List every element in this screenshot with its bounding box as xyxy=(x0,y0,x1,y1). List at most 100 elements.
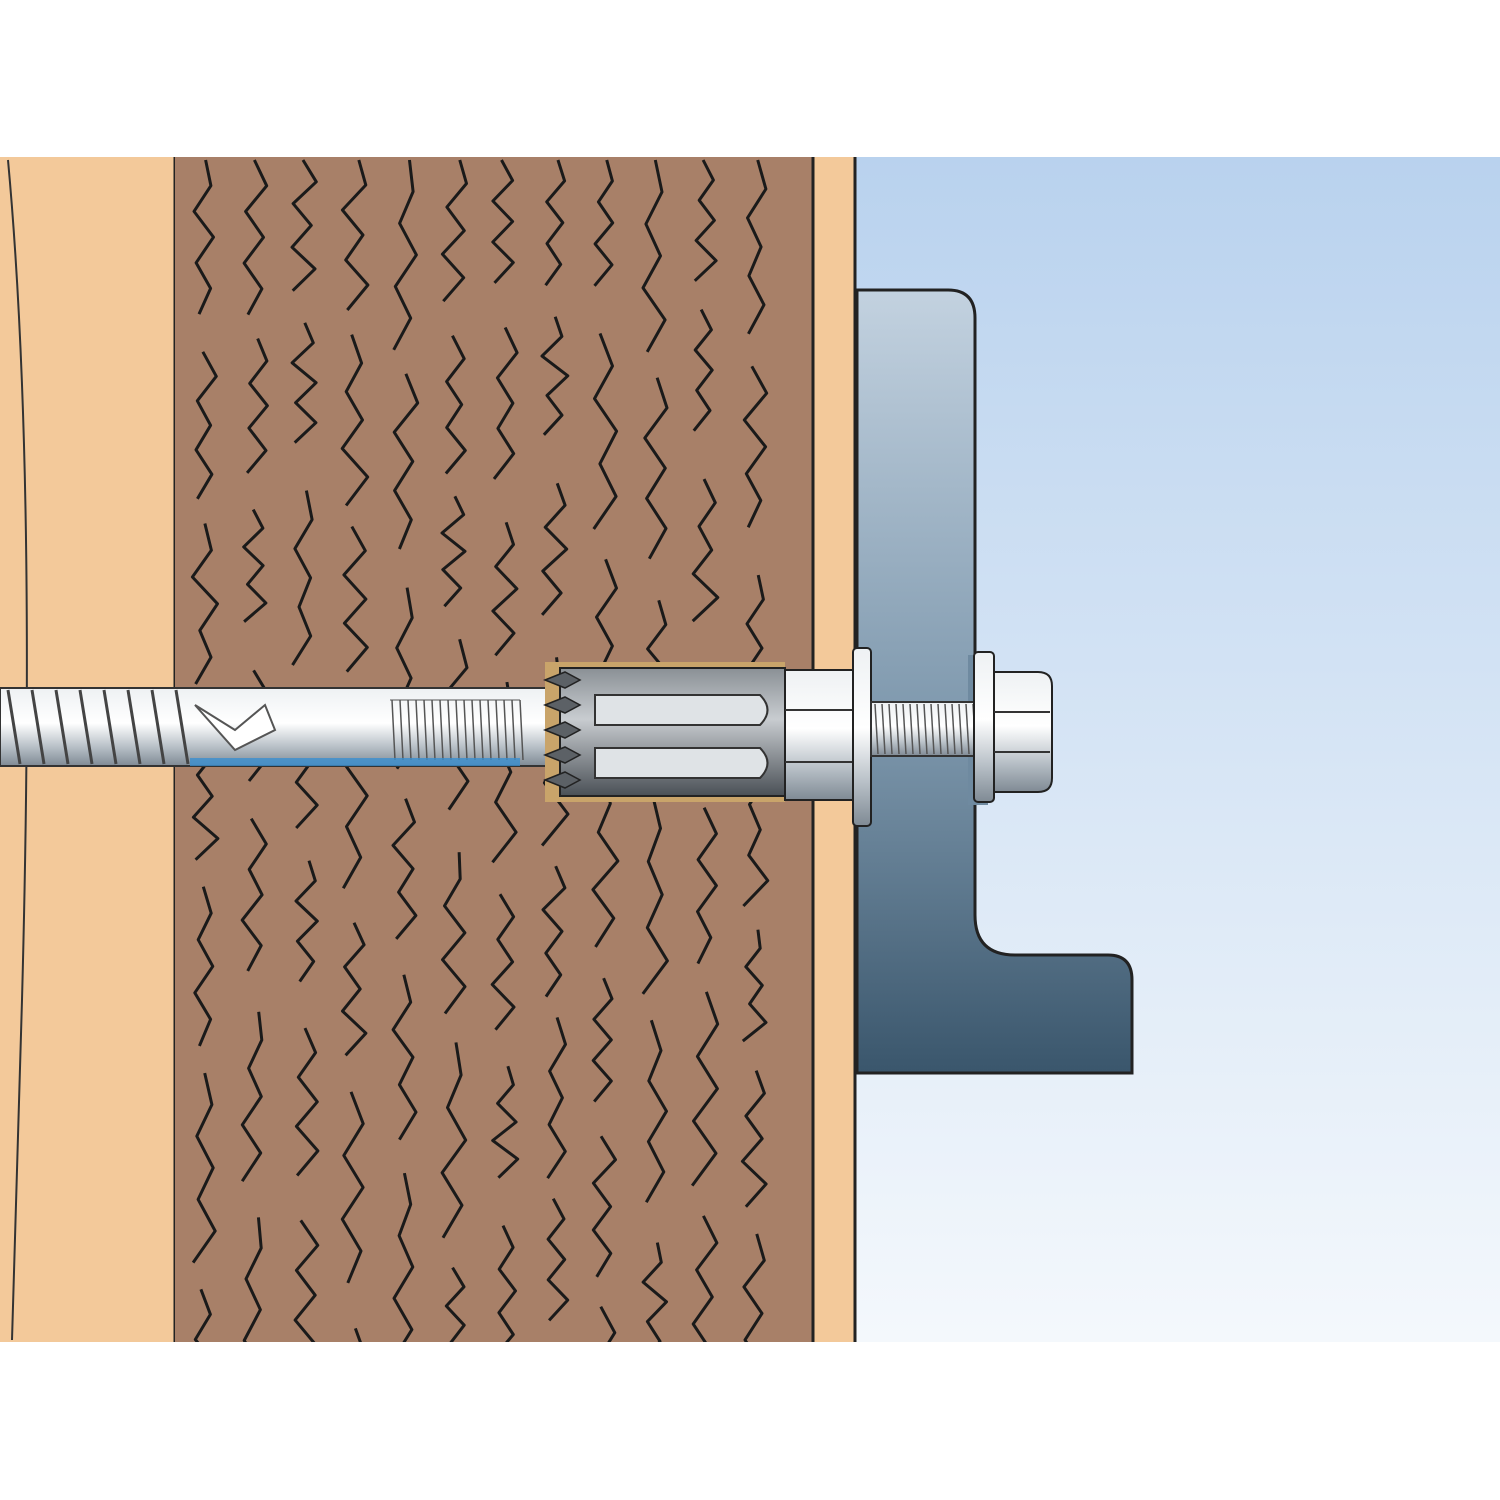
grain-line xyxy=(392,159,418,351)
grain-line xyxy=(392,373,420,550)
screw-fine-thread xyxy=(511,699,516,761)
grain-line xyxy=(340,334,370,507)
grain-line xyxy=(294,860,319,983)
grain-line xyxy=(540,482,569,616)
grain-line xyxy=(491,521,519,657)
grain-line xyxy=(742,365,769,528)
rod-thread xyxy=(951,703,956,755)
screw-thread xyxy=(102,689,118,765)
screw-fine-thread xyxy=(455,699,460,761)
rod-thread xyxy=(916,703,921,755)
grain-line xyxy=(192,159,215,315)
grain-line xyxy=(190,523,219,685)
grain-line xyxy=(491,159,515,284)
screw-thread xyxy=(30,689,46,765)
grain-line xyxy=(194,351,218,500)
grain-line xyxy=(440,159,468,303)
grain-line xyxy=(692,308,714,432)
grain-line xyxy=(444,1266,466,1342)
anchor-sleeve xyxy=(542,662,786,802)
grain-line xyxy=(340,1091,365,1284)
steel-bracket xyxy=(855,288,1134,1075)
grain-line xyxy=(746,159,768,335)
hex-bolt-head xyxy=(993,671,1053,793)
screw-thread xyxy=(78,689,94,765)
grain-line xyxy=(742,1233,766,1342)
grain-line xyxy=(353,1327,362,1342)
rod-thread xyxy=(965,703,970,755)
screw-fine-thread xyxy=(407,699,412,761)
grain-line xyxy=(440,495,467,608)
grain-line xyxy=(546,1197,570,1322)
sleeve-tooth xyxy=(542,746,582,764)
grain-line xyxy=(240,817,268,972)
rod-thread xyxy=(895,703,900,755)
grain-line xyxy=(193,886,215,1047)
grain-line xyxy=(491,1065,520,1179)
left-plank-edge-line xyxy=(7,159,28,1341)
grain-line xyxy=(641,159,667,353)
grain-line xyxy=(193,1288,212,1342)
screw-fine-thread xyxy=(487,699,492,761)
screw-thread xyxy=(150,689,166,765)
sleeve-tooth xyxy=(542,671,582,689)
screw-thread xyxy=(126,689,142,765)
grain-line xyxy=(690,991,720,1187)
grain-line xyxy=(191,1072,217,1264)
grain-line xyxy=(546,1017,567,1180)
grain-line xyxy=(294,1027,320,1177)
grain-line xyxy=(340,159,370,311)
grain-line xyxy=(240,1011,264,1183)
grain-line xyxy=(391,974,418,1141)
screw-thread-ridges xyxy=(6,689,524,765)
screw-fine-thread xyxy=(519,699,524,761)
grain-line xyxy=(641,794,669,995)
screw-fine-thread xyxy=(479,699,484,761)
screw-thread xyxy=(6,689,22,765)
screw-fine-thread xyxy=(495,699,500,761)
grain-line xyxy=(593,159,615,287)
grain-line xyxy=(290,322,318,444)
grain-line xyxy=(591,977,614,1103)
grain-line xyxy=(591,1135,617,1278)
grain-line xyxy=(696,807,718,965)
grain-line xyxy=(693,159,718,282)
screw-fine-thread xyxy=(503,699,508,761)
grain-line xyxy=(245,338,269,474)
rod-thread xyxy=(937,703,942,755)
grain-line xyxy=(291,490,314,666)
grain-line xyxy=(741,929,768,1043)
grain-line xyxy=(242,508,268,623)
timber-beam xyxy=(175,157,813,1342)
grain-line xyxy=(541,865,567,998)
rod-thread xyxy=(909,703,914,755)
grain-line xyxy=(293,1219,320,1342)
bolt-washer xyxy=(973,651,995,803)
threaded-rod xyxy=(870,701,982,757)
grain-line xyxy=(341,922,368,1057)
grain-line xyxy=(492,326,519,480)
screw-thread xyxy=(54,689,70,765)
screw xyxy=(0,687,561,767)
grain-line xyxy=(641,1242,668,1342)
grain-line xyxy=(643,377,669,560)
screw-fine-thread xyxy=(391,699,396,761)
grain-line xyxy=(497,1224,517,1342)
screw-fine-thread xyxy=(431,699,436,761)
sleeve-tooth xyxy=(542,696,582,714)
wood-grain-lines xyxy=(190,159,770,1342)
rod-thread xyxy=(888,703,893,755)
rod-thread xyxy=(923,703,928,755)
rod-thread xyxy=(944,703,949,755)
rod-thread xyxy=(902,703,907,755)
grain-line xyxy=(544,159,567,287)
screw-fine-thread xyxy=(471,699,476,761)
sleeve-tooth xyxy=(542,721,582,739)
grain-line xyxy=(242,159,269,316)
grain-line xyxy=(392,1172,415,1342)
screw-fine-thread xyxy=(399,699,404,761)
rod-thread xyxy=(881,703,886,755)
grain-line xyxy=(391,798,418,940)
hex-nut xyxy=(784,669,854,801)
